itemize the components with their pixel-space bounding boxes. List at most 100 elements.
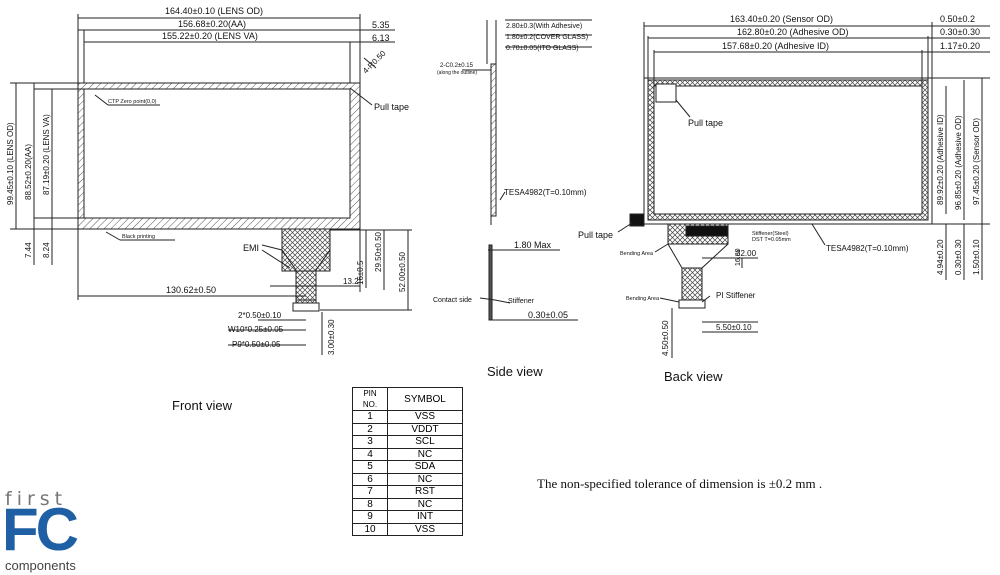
- front-view: [10, 14, 412, 355]
- back-fpc-stiffener: [685, 225, 729, 237]
- front-dim-3-00: 3.00±0.30: [327, 319, 336, 355]
- front-dim-6-13: 6.13: [372, 33, 390, 43]
- back-dim-adh-id: 157.68±0.20 (Adhesive ID): [722, 41, 829, 51]
- front-dim-h-lens-od: 99.45±0.10 (LENS OD): [6, 122, 15, 205]
- pin-no: 9: [352, 510, 388, 524]
- side-dim-max: 1.80 Max: [514, 240, 552, 250]
- side-glass: [490, 63, 497, 217]
- side-contact-side: Contact side: [433, 297, 472, 304]
- back-dim-4-50: 4.50±0.50: [661, 320, 670, 356]
- back-dim-sensor-od: 163.40±0.20 (Sensor OD): [730, 14, 833, 24]
- pin-symbol: INT: [387, 510, 463, 524]
- tolerance-note: The non-specified tolerance of dimension…: [537, 476, 823, 491]
- back-pull-tape-tab: [629, 213, 645, 227]
- front-view-caption: Front view: [172, 398, 232, 413]
- logo-first-text: first: [5, 488, 68, 510]
- front-dim-52: 52.00±0.50: [398, 251, 407, 292]
- front-dim-7-44: 7.44: [24, 242, 33, 258]
- pin-symbol: RST: [387, 485, 463, 499]
- front-dim-130: 130.62±0.50: [166, 285, 216, 295]
- front-dim-pitch: 2*0.50±0.10: [238, 311, 282, 320]
- pin-no: 5: [352, 460, 388, 474]
- front-dim-aa: 156.68±0.20(AA): [178, 19, 246, 29]
- side-view-caption: Side view: [487, 364, 543, 379]
- side-dim-total: 2.80±0.3(With Adhesive): [506, 23, 582, 30]
- symbol-header: SYMBOL: [387, 387, 463, 411]
- front-emi: EMI: [243, 243, 259, 253]
- back-dim-v-adh-od: 96.85±0.20 (Adhesive OD): [954, 115, 963, 210]
- back-pull-tape-inner: Pull tape: [688, 118, 723, 128]
- side-dim-0-30: 0.30±0.05: [528, 310, 568, 320]
- back-fpc-contacts: [681, 267, 703, 301]
- front-dim-lens-od: 164.40±0.10 (LENS OD): [165, 6, 263, 16]
- pin-symbol: SCL: [387, 435, 463, 449]
- back-dim-v-0-30: 0.30±0.30: [954, 239, 963, 275]
- pin-symbol: NC: [387, 472, 463, 486]
- front-pull-tape: Pull tape: [374, 102, 409, 112]
- logo-components-text: components: [5, 558, 76, 573]
- back-dim-5-50: 5.50±0.10: [716, 323, 752, 332]
- pin-symbol: VSS: [387, 410, 463, 424]
- pin-table-header: PIN NO. SYMBOL: [352, 387, 463, 411]
- side-tesa: TESA4982(T=0.10mm): [504, 188, 587, 197]
- back-view: [617, 22, 990, 358]
- pin-symbol: NC: [387, 497, 463, 511]
- front-fpc-contacts: [295, 270, 317, 304]
- back-bending-area-2: Bending Area: [626, 296, 660, 302]
- back-dim-v-sensor-od: 97.45±0.20 (Sensor OD): [972, 118, 981, 205]
- front-ctp-zero: CTP Zero point(0,0): [108, 99, 157, 105]
- back-dim-v-adh-id: 89.92±0.20 (Adhesive ID): [936, 114, 945, 205]
- pin-no: 3: [352, 435, 388, 449]
- pin-no: 1: [352, 410, 388, 424]
- back-dim-1-17: 1.17±0.20: [940, 41, 980, 51]
- side-dim-texts: 2.80±0.3(With Adhesive) 1.80±0.2(COVER G…: [433, 23, 588, 320]
- front-dim-29: 29.50±0.50: [374, 231, 383, 272]
- back-tesa: TESA4982(T=0.10mm): [826, 244, 909, 253]
- front-dim-13: 13.2: [343, 277, 359, 286]
- back-pull-tape: [655, 83, 677, 103]
- back-adhesive-hatch: [647, 79, 929, 221]
- side-fpc: [488, 244, 493, 321]
- side-dim-cover: 1.80±0.2(COVER GLASS): [506, 34, 588, 41]
- pin-symbol: VDDT: [387, 422, 463, 436]
- pin-no: 4: [352, 447, 388, 461]
- pin-symbol: SDA: [387, 460, 463, 474]
- back-sensor-outline: [643, 77, 933, 225]
- back-dim-4-94: 4.94±0.20: [936, 239, 945, 275]
- front-dim-r050: 4-R0.50: [361, 49, 388, 76]
- back-bending-area-1: Bending Area: [620, 251, 654, 257]
- back-dim-v-1-50: 1.50±0.10: [972, 239, 981, 275]
- back-pi-stiffener: PI Stiffener: [716, 291, 756, 300]
- front-dim-lens-va: 155.22±0.20 (LENS VA): [162, 31, 258, 41]
- front-dim-texts: 164.40±0.10 (LENS OD) 156.68±0.20(AA) 15…: [6, 6, 409, 355]
- back-dim-texts: 163.40±0.20 (Sensor OD) 162.80±0.20 (Adh…: [578, 14, 981, 356]
- pin-symbol: VSS: [387, 522, 463, 536]
- pin-symbol: NC: [387, 447, 463, 461]
- back-pull-tape-outer: Pull tape: [578, 230, 613, 240]
- side-stiffener: Stiffener: [508, 298, 535, 305]
- front-dim-h-lens-va: 87.19±0.20 (LENS VA): [42, 114, 51, 195]
- front-dim-16: 16±0.5: [356, 260, 365, 285]
- back-view-caption: Back view: [664, 369, 723, 384]
- pin-no-header: PIN NO.: [352, 387, 388, 411]
- back-dim-0-50: 0.50±0.2: [940, 14, 975, 24]
- back-stiffener-steel: Stiffener(Steel): [752, 231, 789, 237]
- back-dim-32: 32.00: [736, 249, 757, 258]
- front-dim-8-24: 8.24: [42, 242, 51, 258]
- front-black-printing: Black printing: [122, 234, 155, 240]
- logo-fc-text: FC: [2, 496, 79, 563]
- back-dst: DST T=0.05mm: [752, 237, 791, 243]
- back-dim-0-30: 0.30±0.30: [940, 27, 980, 37]
- front-fpc-emi: [281, 228, 331, 272]
- side-dim-chamfer: 2-C0.2±0.15: [440, 63, 474, 69]
- pin-no: 8: [352, 497, 388, 511]
